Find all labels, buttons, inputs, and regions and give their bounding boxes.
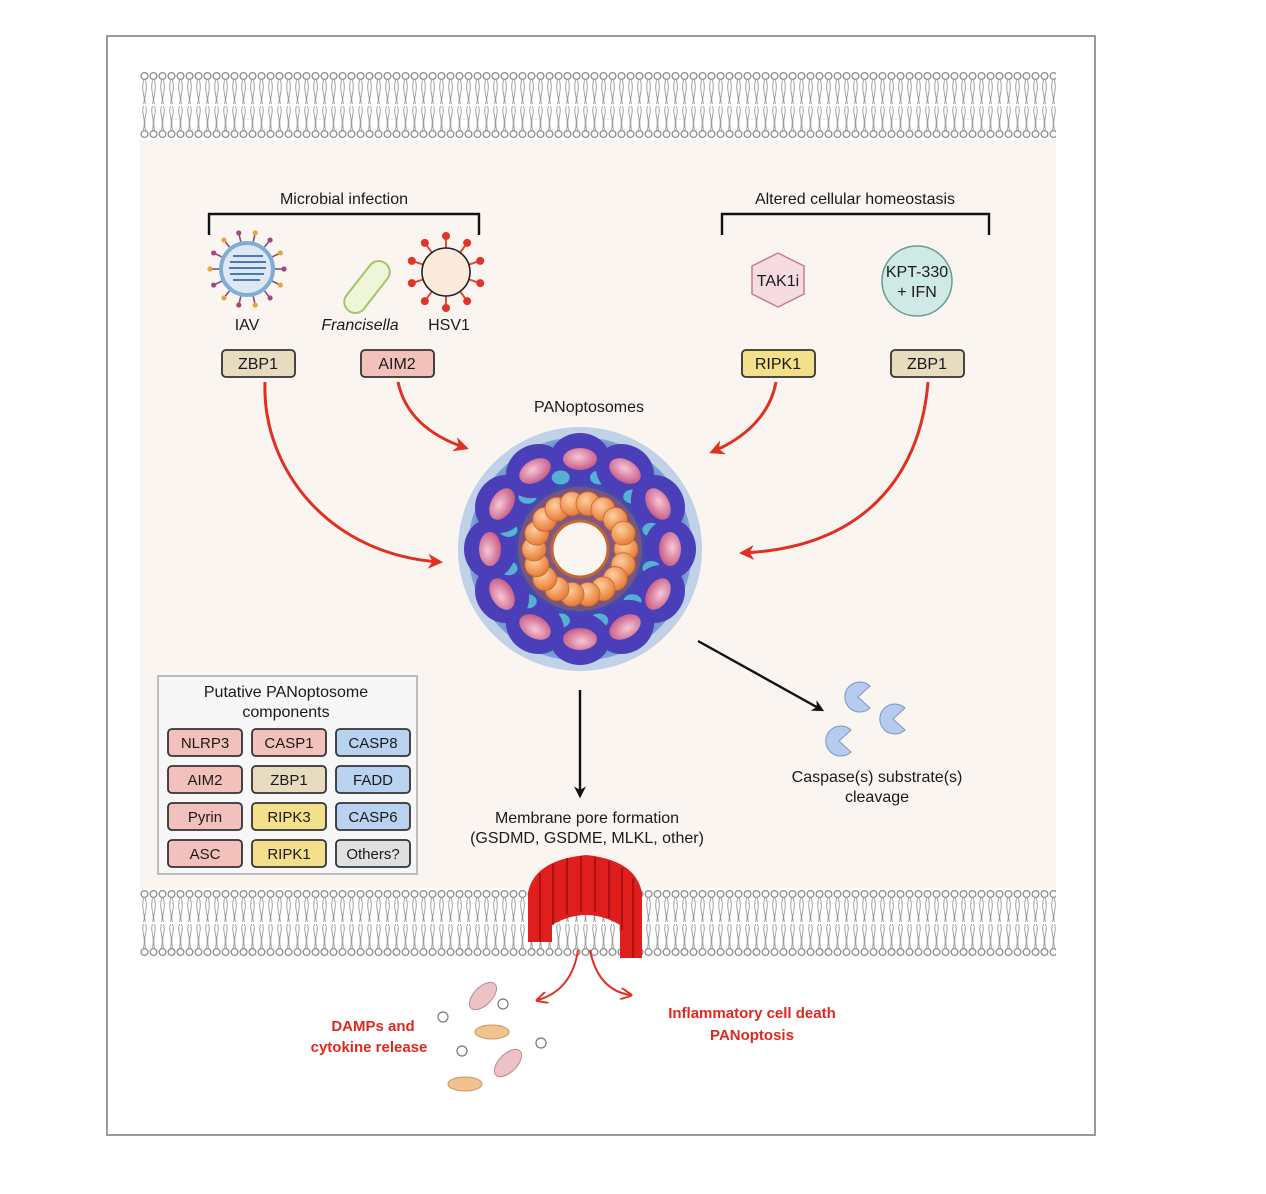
zbp1-box-left — [221, 349, 296, 378]
zbp1-label-right: ZBP1 — [907, 356, 947, 373]
component-label: CASP6 — [348, 809, 397, 826]
zbp1-label-left: ZBP1 — [238, 356, 278, 373]
caspase-label-line2: cleavage — [845, 789, 909, 806]
arrow-cell-death — [589, 949, 630, 995]
death-label-line1: Inflammatory cell death — [668, 1005, 836, 1022]
caspase-label-line1: Caspase(s) substrate(s) — [792, 769, 963, 786]
tak1i-label: TAK1i — [757, 273, 799, 290]
component-box — [335, 728, 411, 757]
arrow-to-caspase — [697, 639, 825, 712]
component-label: FADD — [353, 772, 393, 789]
kpt330-ifn-icon — [881, 245, 953, 317]
francisella-bacterium-icon — [343, 260, 391, 314]
component-label: Pyrin — [188, 809, 222, 826]
component-box — [167, 728, 243, 757]
component-label: ZBP1 — [270, 772, 308, 789]
death-label-line2: PANoptosis — [710, 1027, 794, 1044]
pore-label-line1: Membrane pore formation — [495, 810, 679, 827]
homeostasis-title: Altered cellular homeostasis — [755, 191, 955, 208]
components-title-line2: components — [242, 704, 329, 721]
panoptosome-complex-icon — [458, 427, 702, 671]
membrane-top — [140, 70, 1056, 140]
tak1i-inhibitor-icon — [751, 252, 805, 308]
arrow-damps-release — [538, 949, 579, 1000]
hsv1-virus-icon — [407, 232, 485, 312]
component-box — [335, 839, 411, 868]
kpt330-label-line1: KPT-330 — [886, 264, 948, 281]
arrow-aim2 — [396, 381, 469, 452]
components-title-line1: Putative PANoptosome — [204, 684, 368, 701]
component-label: RIPK3 — [267, 809, 310, 826]
caspase-substrate-icon — [825, 681, 906, 757]
arrow-ripk1 — [709, 381, 778, 455]
hsv1-label: HSV1 — [428, 317, 470, 334]
component-label: AIM2 — [187, 772, 222, 789]
francisella-label: Francisella — [321, 317, 398, 334]
component-box — [167, 802, 243, 831]
iav-label: IAV — [235, 317, 260, 334]
component-label: CASP1 — [264, 735, 313, 752]
pore-label-line2: (GSDMD, GSDME, MLKL, other) — [470, 830, 704, 847]
component-label: ASC — [190, 846, 221, 863]
zbp1-box-right — [890, 349, 965, 378]
component-box — [251, 802, 327, 831]
component-label: CASP8 — [348, 735, 397, 752]
component-box — [167, 839, 243, 868]
panoptosome-title: PANoptosomes — [534, 399, 644, 416]
homeostasis-bracket — [720, 212, 991, 235]
kpt330-label-line2: + IFN — [897, 284, 937, 301]
aim2-label: AIM2 — [378, 356, 415, 373]
damps-label-line1: DAMPs and — [331, 1018, 414, 1035]
iav-virus-icon — [207, 230, 287, 308]
microbial-infection-title: Microbial infection — [280, 191, 408, 208]
ripk1-label: RIPK1 — [755, 356, 801, 373]
gasdermin-pore-icon — [528, 855, 642, 958]
component-label: Others? — [346, 846, 399, 863]
component-box — [167, 765, 243, 794]
component-box — [335, 765, 411, 794]
arrow-zbp1-left — [263, 381, 443, 569]
microbial-bracket — [207, 212, 481, 235]
damps-particles-icon — [437, 981, 547, 1092]
arrow-zbp1-right — [739, 381, 930, 560]
component-box — [251, 728, 327, 757]
ripk1-box — [741, 349, 816, 378]
component-box — [251, 765, 327, 794]
component-label: RIPK1 — [267, 846, 310, 863]
component-box — [335, 802, 411, 831]
component-label: NLRP3 — [181, 735, 229, 752]
component-box — [251, 839, 327, 868]
damps-label-line2: cytokine release — [311, 1039, 428, 1056]
aim2-box — [360, 349, 435, 378]
